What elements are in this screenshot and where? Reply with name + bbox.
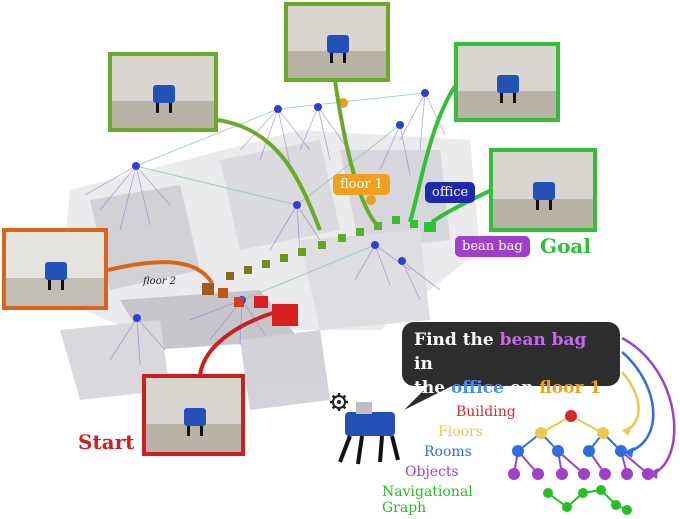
legend-graph: Graph [382, 500, 427, 516]
query-room: office [450, 378, 504, 398]
photo-goal [489, 148, 597, 232]
query-text: . [601, 378, 608, 398]
floor-node [366, 195, 376, 205]
legend-floors: Floors [438, 424, 483, 440]
goal-label: Goal [540, 234, 591, 258]
quadruped-robot [338, 402, 400, 465]
hierarchy-tree [508, 410, 654, 515]
photo-top-right [454, 42, 560, 122]
legend-building: Building [456, 404, 516, 420]
query-line-2: the office on floor 1. [414, 376, 608, 400]
query-floor: floor 1 [539, 378, 602, 398]
photo-top-left [108, 52, 218, 132]
bubble-tail [404, 384, 456, 410]
query-text: on [503, 378, 540, 398]
query-object: bean bag [499, 330, 587, 350]
floor-2-label: floor 2 [143, 276, 177, 287]
floor-1-tag: floor 1 [333, 174, 390, 195]
legend-objects: Objects [405, 464, 459, 480]
gear-icon [330, 393, 348, 411]
query-text: the [414, 378, 451, 398]
photo-top-center [284, 2, 390, 82]
start-label: Start [78, 430, 135, 454]
photo-floor-2 [2, 228, 108, 310]
query-text: Find the [414, 330, 500, 350]
query-bubble: Find the bean bag in the office on floor… [402, 322, 620, 398]
office-tag: office [425, 182, 476, 203]
photo-start [142, 374, 245, 456]
photo-connectors [107, 79, 493, 376]
navigation-path [202, 216, 436, 326]
legend-navigational: Navigational [382, 484, 473, 500]
query-line-1: Find the bean bag in [414, 328, 608, 376]
query-text: in [414, 354, 433, 374]
room-edges [135, 92, 426, 301]
bean-bag-tag: bean bag [455, 236, 530, 257]
query-arrows [621, 336, 676, 479]
object-edges [84, 92, 446, 366]
legend-rooms: Rooms [424, 444, 472, 460]
